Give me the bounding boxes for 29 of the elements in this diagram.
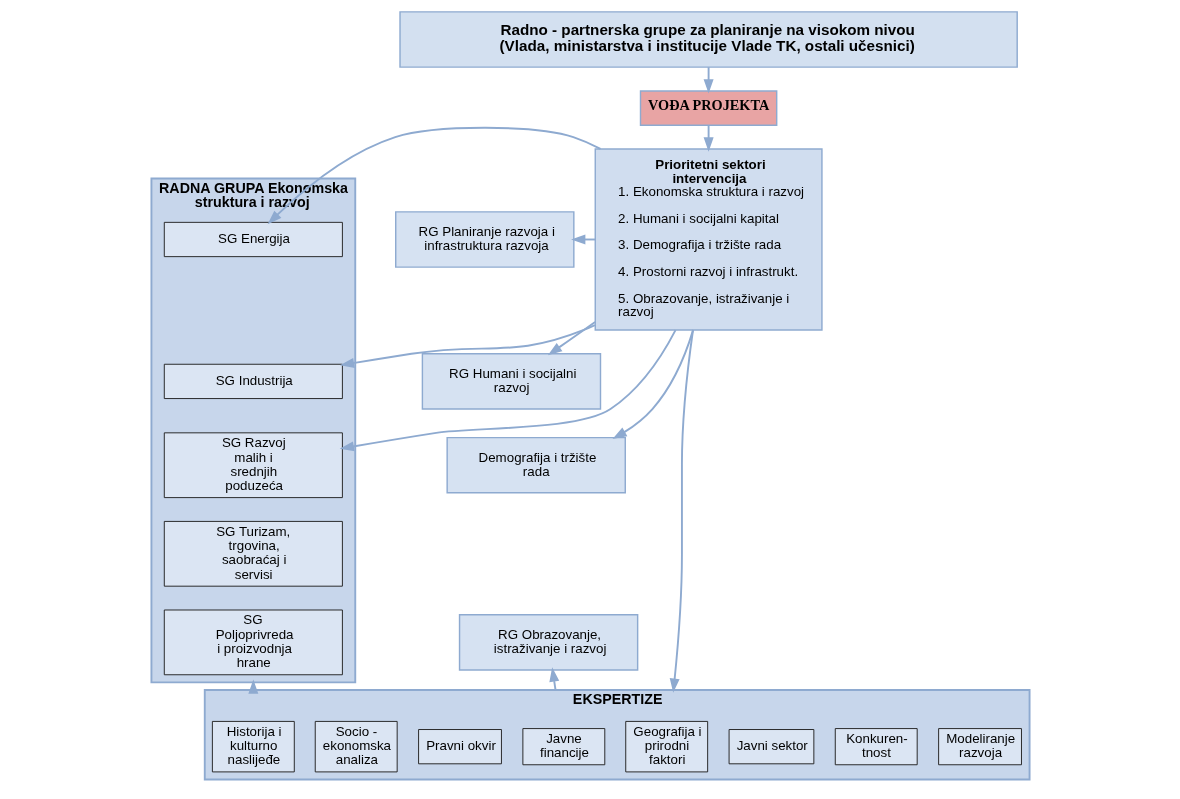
node-box: RG Obrazovanje, istraživanje i razvoj — [458, 614, 638, 671]
arrow — [612, 329, 694, 439]
node-box: Pravni okvir — [417, 729, 502, 765]
node-box: Konkuren- tnost — [834, 728, 918, 766]
arrow — [703, 124, 714, 152]
node-box: RG Planiranje razvoja i infrastruktura razvoja — [394, 211, 575, 268]
node-box: Prioritetni sektori intervencija 1. Ekonomska struktura i razvoj 2. Humani i socijalni kapital 3. Demografija i tržište rada 4. Prostorni razvoj i infrastrukt. 5. Obrazovanje, istraživanje i razvoj — [594, 148, 823, 331]
node-box: Demografija i tržište rada — [445, 436, 626, 494]
arrow — [339, 329, 676, 452]
arrow — [339, 324, 596, 368]
node-box: SG Energija — [163, 221, 343, 258]
node-box: VOĐA PROJEKTA — [639, 90, 777, 126]
arrow — [669, 329, 694, 693]
node-box: Javne financije — [521, 728, 605, 766]
arrow — [267, 126, 601, 225]
node-box: Modeliranje razvoja — [937, 728, 1022, 766]
node-box: SG Razvoj malih i srednjih poduzeća — [163, 432, 343, 499]
node-box: Javni sektor — [728, 729, 814, 765]
arrow — [703, 66, 714, 94]
node-box: Socio - ekonomska analiza — [314, 720, 398, 773]
node-box: Geografija i prirodni faktori — [624, 720, 708, 773]
node-box: SG Poljoprivreda i proizvodnja hrane — [163, 609, 343, 676]
node-box: RG Humani i socijalni razvoj — [421, 353, 601, 410]
arrow — [547, 321, 596, 356]
arrow — [548, 667, 559, 691]
node-box: SG Industrija — [163, 363, 343, 400]
node-box: Radno - partnerska grupe za planiranje na visokom nivou (Vlada, ministarstva i institucije Vlade TK, ostali učesnici) — [398, 11, 1018, 68]
node-box: SG Turizam, trgovina, saobraćaj i servisi — [163, 520, 343, 587]
node-box: Historija i kulturno naslijeđe — [211, 720, 295, 773]
